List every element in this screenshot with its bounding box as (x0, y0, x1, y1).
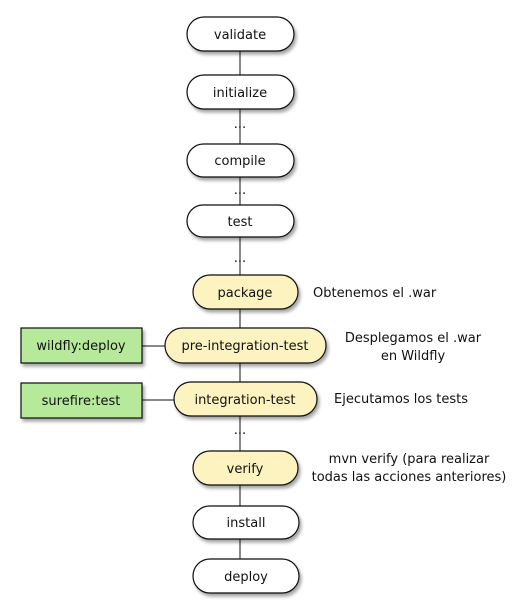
note-verify-line1: mvn verify (para realizar (329, 452, 490, 467)
phase-label: integration-test (194, 393, 295, 408)
phase-label: install (227, 516, 266, 531)
phase-label: test (228, 215, 253, 230)
connector-lines (142, 51, 241, 559)
phase-label: validate (214, 28, 266, 43)
phase-package: package (192, 274, 299, 310)
goal-label: surefire:test (42, 394, 121, 409)
phase-label: deploy (224, 570, 268, 585)
phase-validate: validate (186, 16, 295, 52)
note-integration: Ejecutamos los tests (334, 392, 468, 407)
note-pre-integration-line2: en Wildfly (381, 349, 446, 364)
phase-compile: compile (186, 143, 295, 178)
phase-pre-integration-test: pre-integration-test (164, 327, 327, 364)
phase-deploy: deploy (192, 558, 300, 594)
phase-verify: verify (192, 450, 299, 486)
ellipsis-marker: ... (234, 251, 246, 266)
goal-surefire-test: surefire:test (20, 382, 143, 419)
note-package: Obtenemos el .war (313, 286, 437, 301)
phase-integration-test: integration-test (173, 381, 318, 417)
phase-label: verify (227, 462, 264, 477)
phase-install: install (192, 505, 300, 540)
phase-label: pre-integration-test (181, 339, 308, 354)
ellipsis-marker: ... (234, 183, 246, 198)
note-pre-integration-line1: Desplegamos el .war (345, 331, 482, 346)
ellipsis-marker: ... (234, 423, 246, 438)
phase-test: test (186, 204, 295, 238)
ellipsis-marker: ... (234, 117, 246, 132)
phase-initialize: initialize (186, 74, 295, 110)
phase-label: compile (214, 154, 265, 169)
phase-label: initialize (213, 86, 267, 101)
goal-wildfly-deploy: wildfly:deploy (20, 327, 143, 364)
note-verify-line2: todas las acciones anteriores) (312, 470, 507, 485)
phase-label: package (218, 286, 273, 301)
goal-label: wildfly:deploy (36, 339, 125, 354)
